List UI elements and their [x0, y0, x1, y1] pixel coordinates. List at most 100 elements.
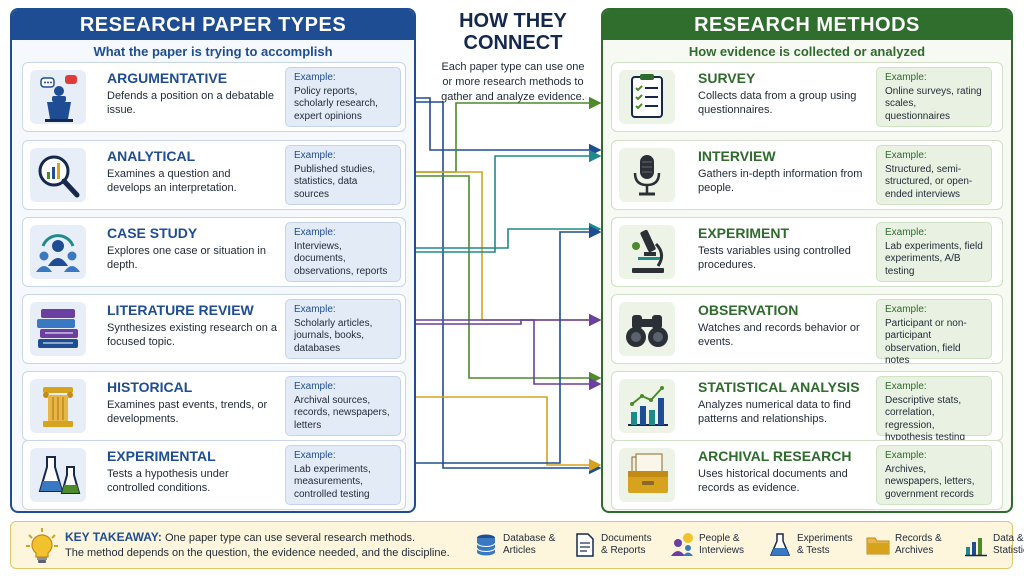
paper-type-example: Example: Lab experiments, measurements, … [285, 445, 401, 505]
legend-item-people: People & Interviews [669, 532, 753, 558]
example-text: Structured, semi-structured, or open-end… [885, 163, 973, 200]
legend-item-database: Database & Articles [473, 532, 557, 558]
method-title: INTERVIEW [698, 148, 776, 164]
method-experiment: EXPERIMENT Tests variables using control… [611, 217, 1003, 287]
connector-line [408, 149, 602, 253]
method-survey: SURVEY Collects data from a group using … [611, 62, 1003, 132]
example-text: Archival sources, records, newspapers, l… [294, 394, 390, 431]
legend-label: Documents & Reports [601, 533, 652, 556]
paper-type-example: Example: Published studies, statistics, … [285, 145, 401, 205]
method-desc: Watches and records behavior or events. [698, 322, 860, 348]
example-text: Archives, newspapers, letters, governmen… [885, 463, 975, 500]
example-text: Published studies, statistics, data sour… [294, 163, 376, 200]
key-takeaway-line1: KEY TAKEAWAY: One paper type can use sev… [65, 530, 415, 544]
method-title: EXPERIMENT [698, 225, 790, 241]
legend-label: Database & Articles [503, 533, 556, 556]
paper-type-example: Example: Archival sources, records, news… [285, 376, 401, 436]
key-takeaway-bar: KEY TAKEAWAY: One paper type can use sev… [10, 521, 1024, 569]
example-label: Example: [294, 72, 336, 83]
paper-types-panel: RESEARCH PAPER TYPES What the paper is t… [10, 8, 416, 513]
method-desc: Gathers in-depth information from people… [698, 168, 863, 194]
paper-type-desc: Defends a position on a debatable issue. [107, 90, 274, 116]
flasks-icon [30, 448, 86, 502]
example-text: Interviews, documents, observations, rep… [294, 240, 388, 277]
center-title-line1: HOW THEY [459, 10, 567, 32]
method-example: Example: Descriptive stats, correlation,… [876, 376, 992, 443]
paper-type-example: Example: Policy reports, scholarly resea… [285, 67, 401, 127]
legend-label: People & Interviews [699, 533, 745, 556]
example-label: Example: [294, 304, 336, 315]
example-text: Online surveys, rating scales, questionn… [885, 85, 982, 122]
database-icon [476, 534, 496, 556]
paper-type-historical: HISTORICAL Examines past events, trends,… [22, 371, 406, 441]
folder-icon [866, 537, 890, 555]
connector-line [408, 313, 602, 327]
key-takeaway-line2: The method depends on the question, the … [65, 547, 450, 559]
clipboard-icon [619, 70, 675, 124]
example-label: Example: [885, 72, 927, 83]
center-description: Each paper type can use one or more rese… [441, 61, 585, 103]
stats-icon [965, 538, 987, 557]
connector-line [408, 96, 602, 173]
research-methods-panel: RESEARCH METHODS How evidence is collect… [601, 8, 1013, 513]
paper-type-title: EXPERIMENTAL [107, 448, 216, 464]
example-label: Example: [885, 381, 927, 392]
paper-type-literature-review: LITERATURE REVIEW Synthesizes existing r… [22, 294, 406, 364]
paper-type-desc: Examines a question and develops an inte… [107, 168, 237, 194]
method-statistical-analysis: STATISTICAL ANALYSIS Analyzes numerical … [611, 371, 1003, 443]
paper-type-title: HISTORICAL [107, 379, 193, 395]
source-legend: Database & Articles Documents & Reports … [473, 522, 1024, 568]
connector-line [408, 225, 602, 464]
connector-line [408, 171, 602, 327]
paper-type-argumentative: ARGUMENTATIVE Defends a position on a de… [22, 62, 406, 132]
legend-label: Records & Archives [895, 533, 942, 556]
binoculars-icon [619, 302, 675, 356]
method-example: Example: Participant or non-participant … [876, 299, 992, 366]
document-icon [576, 533, 594, 557]
legend-item-data: Data & Statistics [963, 532, 1024, 558]
connector-line [408, 97, 602, 157]
paper-type-desc: Examines past events, trends, or develop… [107, 399, 268, 425]
paper-type-analytical: ANALYTICAL Examines a question and devel… [22, 140, 406, 210]
center-title-line2: CONNECT [463, 32, 563, 54]
paper-types-subtitle: What the paper is trying to accomplish [93, 44, 333, 59]
people-focus-icon [30, 225, 86, 279]
method-title: OBSERVATION [698, 302, 799, 318]
example-label: Example: [294, 450, 336, 461]
center-title: HOW THEY CONNECT [440, 10, 586, 54]
legend-label: Experiments & Tests [797, 533, 853, 556]
bar-chart-icon [619, 379, 675, 433]
paper-type-title: ANALYTICAL [107, 148, 196, 164]
legend-item-records: Records & Archives [865, 532, 949, 558]
paper-type-title: LITERATURE REVIEW [107, 302, 254, 318]
method-observation: OBSERVATION Watches and records behavior… [611, 294, 1003, 366]
key-takeaway-text: One paper type can use several research … [164, 532, 416, 544]
people-speech-icon [671, 533, 693, 556]
paper-type-case-study: CASE STUDY Explores one case or situatio… [22, 217, 406, 287]
method-example: Example: Lab experiments, field experime… [876, 222, 992, 282]
books-icon [30, 302, 86, 356]
legend-label: Data & Statistics [993, 533, 1024, 556]
method-example: Example: Archives, newspapers, letters, … [876, 445, 992, 505]
paper-types-header: RESEARCH PAPER TYPES [12, 10, 414, 40]
paper-type-experimental: EXPERIMENTAL Tests a hypothesis under co… [22, 440, 406, 510]
method-desc: Tests variables using controlled procedu… [698, 245, 851, 271]
method-title: STATISTICAL ANALYSIS [698, 379, 860, 395]
example-text: Policy reports, scholarly research, expe… [294, 85, 378, 122]
magnifier-chart-icon [30, 148, 86, 202]
research-methods-subtitle: How evidence is collected or analyzed [688, 44, 926, 59]
example-label: Example: [294, 381, 336, 392]
example-text: Lab experiments, measurements, controlle… [294, 463, 371, 500]
example-text: Participant or non-participant observati… [885, 317, 967, 367]
method-title: ARCHIVAL RESEARCH [698, 448, 852, 464]
example-label: Example: [294, 227, 336, 238]
paper-type-example: Example: Interviews, documents, observat… [285, 222, 401, 282]
example-label: Example: [294, 150, 336, 161]
method-title: SURVEY [698, 70, 756, 86]
method-desc: Analyzes numerical data to find patterns… [698, 399, 851, 425]
method-desc: Collects data from a group using questio… [698, 90, 857, 116]
legend-item-documents: Documents & Reports [571, 532, 655, 558]
paper-type-desc: Explores one case or situation in depth. [107, 245, 266, 271]
method-interview: INTERVIEW Gathers in-depth information f… [611, 140, 1003, 210]
column-icon [30, 379, 86, 433]
